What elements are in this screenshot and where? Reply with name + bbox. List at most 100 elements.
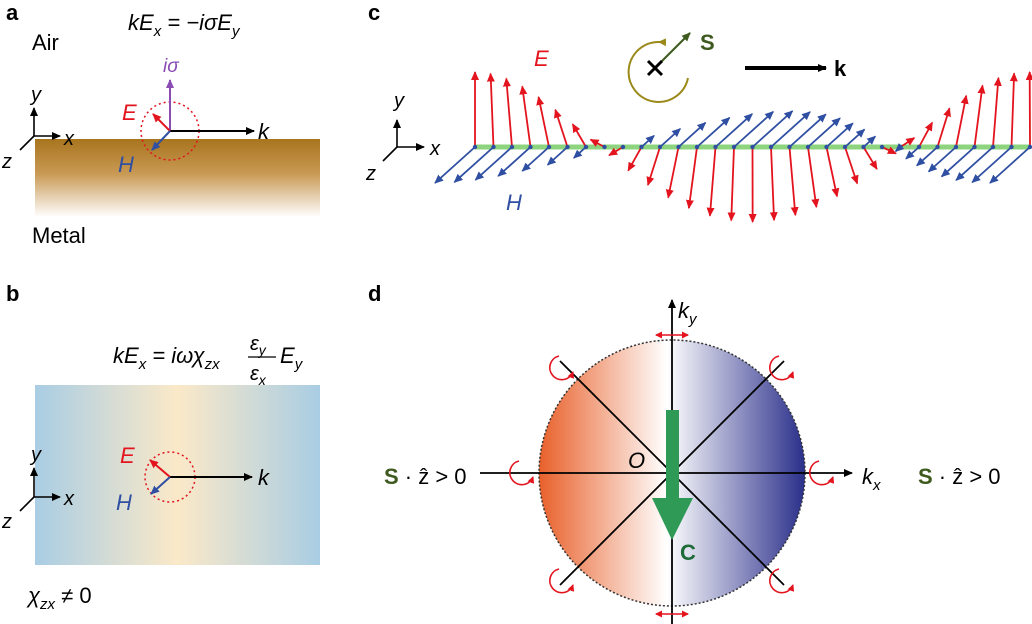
svg-text:Ey: Ey [280, 343, 304, 373]
field-node [509, 144, 515, 150]
panel-a-H-arrow [151, 130, 171, 151]
helicity-loop-bottom-right [769, 568, 795, 594]
panel-a-k-label: k [258, 119, 270, 144]
field-node [639, 144, 644, 150]
field-node [546, 144, 552, 150]
field-node [472, 144, 478, 150]
e-field-arrow [1009, 72, 1018, 148]
e-field-arrow [807, 146, 820, 209]
helicity-loop-top-left [549, 355, 575, 381]
e-field-arrow [519, 85, 532, 148]
h-field-arrow [474, 146, 513, 181]
e-field-arrow [589, 138, 605, 148]
helicity-loop-left [509, 460, 535, 486]
panel-c-axis-y: y [392, 90, 405, 112]
e-field-arrow [536, 96, 550, 148]
origin-label: O [628, 448, 645, 473]
h-field-arrow [696, 117, 731, 148]
metal-block [35, 139, 320, 217]
chi-condition: χzx ≠ 0 [26, 583, 92, 613]
C-arrow-shaft [666, 410, 679, 500]
e-field-arrow [769, 146, 778, 222]
field-node [731, 144, 737, 150]
e-field-arrow [862, 146, 878, 170]
panel-c-letter: c [368, 0, 380, 25]
field-node [491, 144, 496, 150]
h-field-arrow [453, 146, 495, 183]
e-field-arrow [685, 146, 698, 210]
e-field-arrow [825, 146, 840, 198]
panel-a-equation: kEx = −iσEy [128, 10, 241, 40]
field-node [787, 144, 792, 150]
panel-a-E-arrow [152, 113, 171, 132]
h-field-arrow [955, 146, 994, 181]
field-node [824, 144, 829, 150]
metal-label: Metal [32, 223, 86, 248]
h-field-arrow [989, 146, 1031, 184]
e-field-arrow [992, 76, 1002, 148]
panel-c-E-label: E [534, 46, 549, 71]
e-field-arrow [486, 72, 495, 148]
h-field-arrow [971, 146, 1013, 184]
svg-text:kEx = iωχzx: kEx = iωχzx [113, 343, 220, 373]
panel-c-S-label: S [700, 30, 715, 55]
panel-a-axis-y: y [29, 84, 42, 106]
panel-b-H-arrow [150, 476, 171, 495]
field-node [657, 144, 663, 150]
panel-b-axis-x: x [63, 488, 75, 510]
h-field-arrow [844, 128, 866, 148]
panel-a-axis-z: z [1, 151, 12, 173]
panel-b-E-arrow [149, 459, 171, 478]
panel-c-k-label: k [834, 56, 847, 81]
e-field-arrow [554, 108, 569, 148]
spin-rotation-icon [627, 32, 691, 103]
field-node [565, 144, 570, 150]
e-field-arrow [608, 146, 624, 157]
left-spin-condition: S · ẑ > 0 [384, 464, 467, 489]
field-node [750, 144, 755, 150]
field-node [528, 144, 533, 150]
panel-b-axes: y x z [1, 444, 75, 533]
panel-d-letter: d [368, 281, 381, 306]
h-field-arrow [714, 113, 753, 148]
h-field-arrow [862, 135, 876, 148]
h-field-arrow [940, 146, 976, 178]
e-field-arrow [571, 123, 587, 148]
h-field-arrow [807, 117, 841, 148]
panel-c-axis-z: z [365, 163, 376, 185]
field-node [694, 144, 700, 150]
panel-b-equation: kEx = iωχzx εy εx Ey [113, 333, 304, 388]
field-node [583, 144, 589, 150]
e-field-arrow [900, 137, 916, 148]
helicity-loop-right [809, 460, 835, 486]
h-field-arrow [825, 122, 854, 148]
field-node [953, 144, 959, 150]
h-field-arrow [497, 146, 532, 177]
panel-c-axes: y x z [365, 90, 441, 185]
kx-label: kx [862, 464, 881, 494]
field-node [935, 144, 940, 150]
panel-c-axis-x: x [429, 138, 441, 160]
h-field-arrow [916, 146, 939, 167]
panel-c-H-label: H [506, 190, 522, 215]
field-node [990, 144, 996, 150]
h-field-arrow [905, 146, 920, 160]
h-field-arrow [733, 111, 774, 148]
chiral-slab [35, 385, 320, 565]
h-field-arrow [573, 146, 587, 159]
panel-b-axis-y: y [29, 444, 42, 466]
field-node [861, 144, 866, 150]
e-field-arrow [646, 146, 661, 186]
h-field-arrow [927, 146, 957, 173]
panel-a-axis-x: x [63, 128, 75, 150]
helicity-loop-top-right [769, 355, 795, 381]
field-node [1009, 144, 1014, 150]
e-field-arrow [844, 146, 859, 185]
panel-d: d ky kx O C S · ẑ > 0 S · ẑ > 0 [368, 281, 1001, 624]
e-field-arrow [918, 121, 934, 148]
e-field-arrow [706, 146, 717, 217]
h-field-arrow [546, 146, 569, 166]
right-spin-condition: S · ẑ > 0 [918, 464, 1001, 489]
field-node [898, 144, 903, 150]
